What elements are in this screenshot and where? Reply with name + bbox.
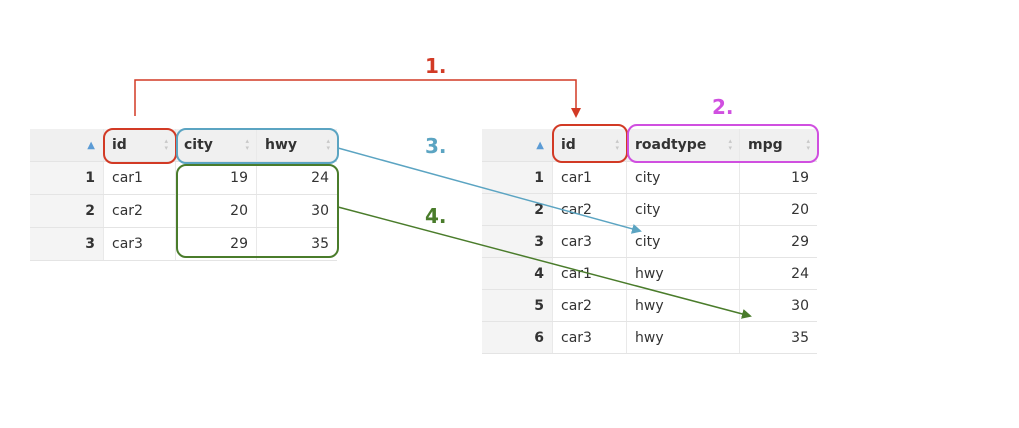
cell-id: car3 xyxy=(104,228,176,260)
cell-mpg: 35 xyxy=(791,329,809,346)
right-id-highlight xyxy=(552,124,628,163)
row-number: 3 xyxy=(30,228,104,260)
table-row: 2 car2 20 30 xyxy=(30,195,337,228)
column-header-city[interactable]: city xyxy=(176,129,257,161)
cell-roadtype: hwy xyxy=(627,322,740,353)
cell-id: car2 xyxy=(104,195,176,227)
row-number: 3 xyxy=(482,226,553,257)
table-row: 6 car3 hwy 35 xyxy=(482,322,817,354)
right-table: ▲ id roadtype mpg 1 car1 city 19 2 car2 … xyxy=(482,129,817,354)
cell-mpg: 29 xyxy=(791,233,809,250)
step-2-label: 2. xyxy=(712,95,734,119)
sort-ascending-icon[interactable]: ▲ xyxy=(482,129,553,161)
cell-id: car2 xyxy=(553,290,627,321)
cell-mpg: 19 xyxy=(791,169,809,186)
column-header-roadtype[interactable]: roadtype xyxy=(627,129,740,161)
column-header-id[interactable]: id xyxy=(104,129,176,161)
cell-roadtype: city xyxy=(627,226,740,257)
row-number: 4 xyxy=(482,258,553,289)
left-city-hwy-highlight xyxy=(176,128,339,164)
column-names-arrow xyxy=(337,147,642,234)
column-header-id[interactable]: id xyxy=(553,129,627,161)
step-3-label: 3. xyxy=(425,134,447,158)
cell-mpg: 20 xyxy=(791,201,809,218)
row-number: 2 xyxy=(30,195,104,227)
row-number: 1 xyxy=(482,162,553,193)
table-row: 3 car3 29 35 xyxy=(30,228,337,261)
table-row: 1 car1 19 24 xyxy=(30,162,337,195)
cell-id: car3 xyxy=(553,226,627,257)
cell-city: 29 xyxy=(176,228,257,260)
cell-id: car1 xyxy=(553,162,627,193)
cell-hwy: 35 xyxy=(311,236,329,252)
id-key-arrow xyxy=(134,79,581,118)
table-row: 5 car2 hwy 30 xyxy=(482,290,817,322)
sort-ascending-icon[interactable]: ▲ xyxy=(30,129,104,161)
table-row: 2 car2 city 20 xyxy=(482,194,817,226)
cell-hwy: 30 xyxy=(311,203,329,219)
cell-roadtype: hwy xyxy=(627,290,740,321)
column-header-mpg[interactable]: mpg xyxy=(740,129,817,161)
cell-id: car2 xyxy=(553,194,627,225)
table-row: 1 car1 city 19 xyxy=(482,162,817,194)
row-number: 6 xyxy=(482,322,553,353)
left-values-highlight xyxy=(176,164,339,258)
cell-roadtype: hwy xyxy=(627,258,740,289)
cell-id: car3 xyxy=(553,322,627,353)
cell-hwy: 24 xyxy=(311,170,329,186)
cell-mpg: 24 xyxy=(791,265,809,282)
cell-city: 20 xyxy=(176,195,257,227)
row-number: 1 xyxy=(30,162,104,194)
step-4-label: 4. xyxy=(425,204,447,228)
left-table: ▲ id city hwy 1 car1 19 24 2 car2 20 30 … xyxy=(30,129,337,261)
right-table-header: ▲ id roadtype mpg xyxy=(482,129,817,162)
left-id-highlight xyxy=(103,128,177,164)
cell-roadtype: city xyxy=(627,194,740,225)
cell-id: car1 xyxy=(104,162,176,194)
row-number: 2 xyxy=(482,194,553,225)
values-arrow xyxy=(337,206,752,319)
cell-id: car1 xyxy=(553,258,627,289)
right-roadtype-mpg-highlight xyxy=(627,124,819,163)
left-table-header: ▲ id city hwy xyxy=(30,129,337,162)
row-number: 5 xyxy=(482,290,553,321)
table-row: 3 car3 city 29 xyxy=(482,226,817,258)
column-header-hwy[interactable]: hwy xyxy=(257,129,337,161)
cell-city: 19 xyxy=(176,162,257,194)
step-1-label: 1. xyxy=(425,54,447,78)
cell-roadtype: city xyxy=(627,162,740,193)
cell-mpg: 30 xyxy=(791,297,809,314)
